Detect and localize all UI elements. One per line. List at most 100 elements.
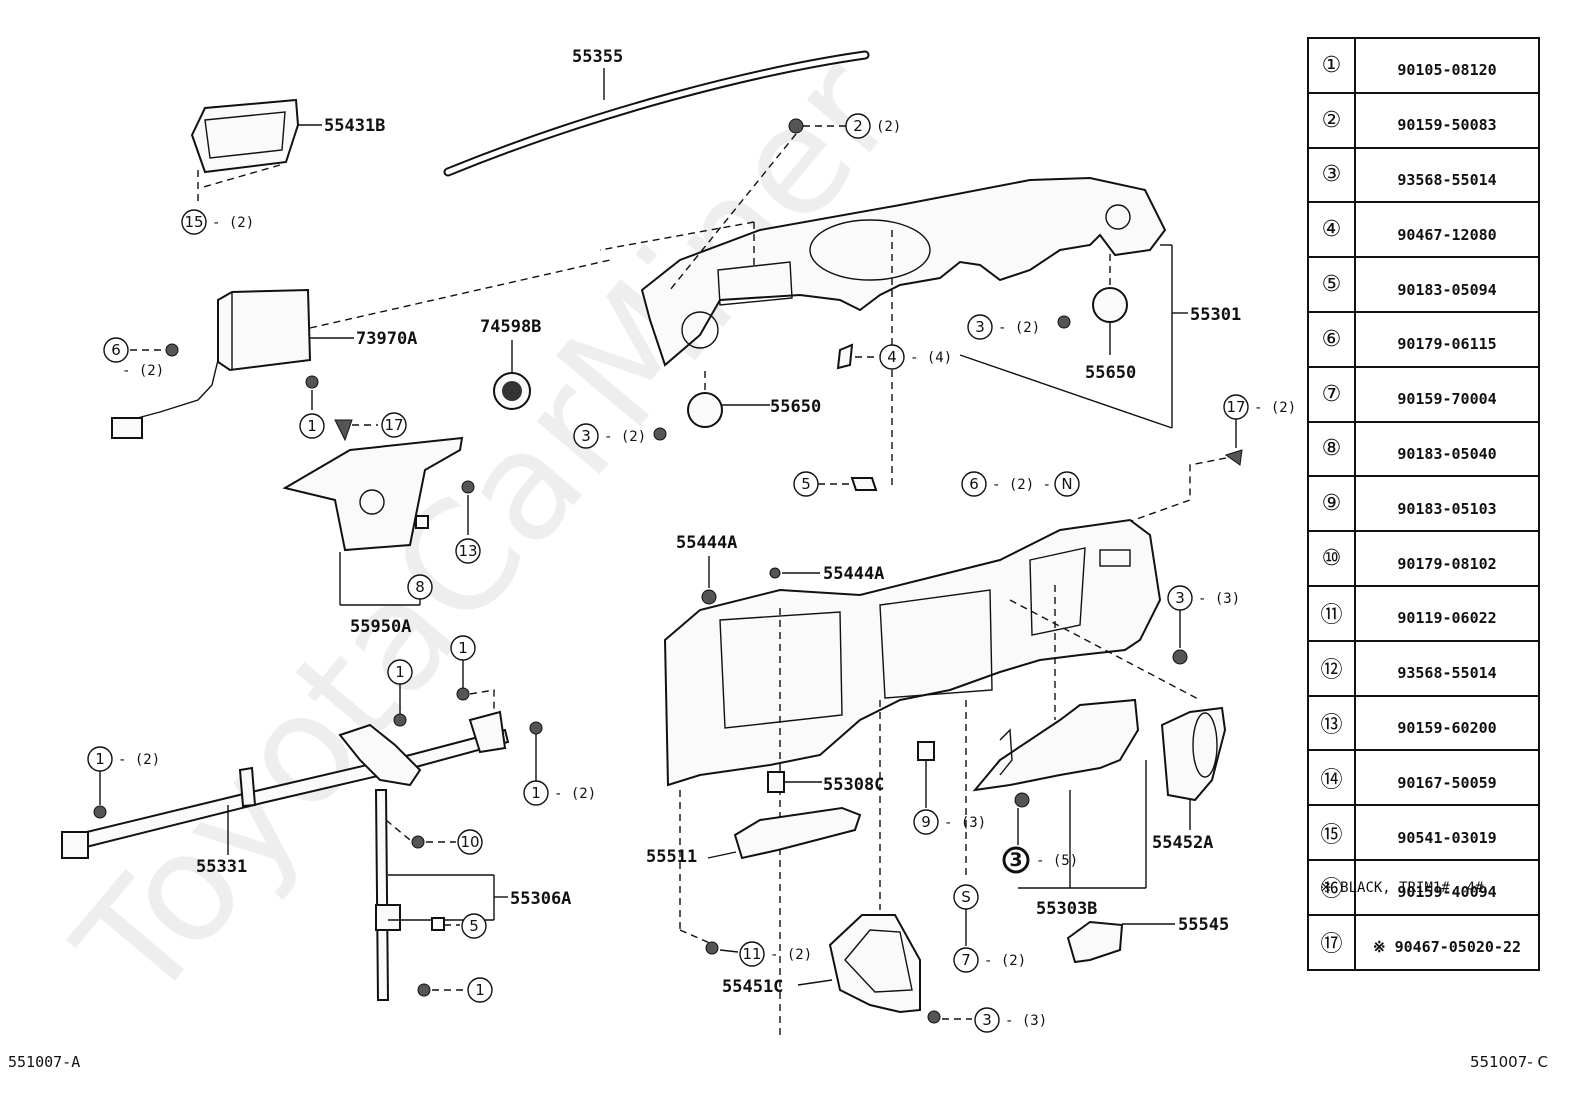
table-index: ⑨ (1307, 475, 1356, 533)
callout-3-right-num: 3 (975, 318, 985, 336)
part-55650-vent-right (1092, 250, 1128, 355)
part-55431B-pocket (190, 98, 322, 205)
callout-1-left-qty: - (2) (118, 752, 160, 768)
part-55355-molding (443, 50, 870, 177)
callout-3-right-qty: - (2) (998, 320, 1040, 336)
callout-15-num: 15 (184, 213, 203, 231)
nut-9 (917, 741, 935, 761)
callout-1-right-num: 1 (531, 784, 541, 802)
callout-10 (457, 829, 483, 855)
callout-8-num: 8 (415, 578, 425, 596)
nut-5-low (431, 917, 445, 931)
part-55331-reinforcement (60, 710, 510, 859)
bolt-3-upper-right (1172, 649, 1188, 665)
callout-7-num: 7 (961, 951, 971, 969)
callout-17-airbag (381, 412, 407, 438)
label-55355: 55355 (572, 47, 623, 67)
table-index: ② (1307, 91, 1356, 149)
label-73970A: 73970A (356, 329, 417, 349)
callout-6-left-qty: - (2) (122, 363, 164, 379)
callout-3-bottom (974, 1007, 1000, 1033)
clip-17 (334, 419, 353, 442)
callout-5-mid-num: 5 (801, 475, 811, 493)
callout-1-low-num: 1 (475, 981, 485, 999)
part-73970A-airbag (111, 259, 611, 439)
label-55650-right: 55650 (1085, 363, 1136, 383)
part-55451C-duct (797, 914, 921, 1014)
trim-note: ※ BLACK, TRIM1#, 4# (1320, 880, 1484, 896)
table-index: ⑥ (1307, 310, 1356, 368)
part-55301-instrument-panel (599, 176, 1188, 429)
callout-3-bold-qty: - (5) (1036, 853, 1078, 869)
table-part-number: 90105-08120 (1354, 37, 1540, 94)
callout-6-mid-qty: - (2) - (992, 477, 1051, 493)
part-55306A-brace (374, 789, 508, 1001)
part-55650-vent-left (687, 370, 770, 428)
table-index: ⑮ (1307, 804, 1356, 861)
table-index: ⑤ (1307, 256, 1356, 313)
label-55301: 55301 (1190, 305, 1241, 325)
clip-55308C (767, 771, 785, 793)
label-55306A: 55306A (510, 889, 571, 909)
table-index: ③ (1307, 146, 1356, 204)
label-55303B: 55303B (1036, 899, 1097, 919)
callout-15 (181, 209, 207, 235)
callout-1-a-num: 1 (395, 663, 405, 681)
callout-9 (913, 809, 939, 835)
diagram-code-left: 551007-A (8, 1053, 81, 1071)
callout-11-qty: - (2) (770, 947, 812, 963)
table-part-number: 90119-06022 (1354, 584, 1540, 642)
callout-1-left-num: 1 (95, 750, 105, 768)
label-55545: 55545 (1178, 915, 1229, 935)
callout-3-upper-right-num: 3 (1175, 589, 1185, 607)
label-55452A: 55452A (1152, 833, 1213, 853)
bolt-1-low (417, 983, 431, 997)
table-index: ⑦ (1307, 365, 1356, 423)
callout-2-top-num: 2 (853, 117, 863, 135)
bolt-11 (705, 941, 719, 955)
callout-1-b-num: 1 (458, 639, 468, 657)
callout-10-num: 10 (460, 833, 479, 851)
table-part-number: 93568-55014 (1354, 639, 1540, 697)
parts-table-row: ⑰※ 90467-05020-22 (1307, 913, 1540, 971)
table-index: ⑫ (1307, 639, 1356, 697)
callout-5-low-num: 5 (469, 917, 479, 935)
callout-3-bottom-num: 3 (982, 1011, 992, 1029)
diagram-code-right: 551007- C (1470, 1053, 1548, 1071)
bolt-1-left (93, 805, 107, 819)
bolt-1-airbag (305, 375, 319, 389)
table-index: ① (1307, 37, 1356, 94)
callout-6-mid-num: 6 (969, 475, 979, 493)
callout-4-num: 4 (887, 348, 897, 366)
bolt-10 (411, 835, 425, 849)
table-part-number: 90183-05040 (1354, 420, 1540, 478)
table-index: ⑰ (1307, 913, 1356, 971)
label-55444A-right: 55444A (823, 564, 884, 584)
callout-13 (455, 538, 481, 564)
table-part-number: 90541-03019 (1354, 804, 1540, 861)
part-55545-bracket (1066, 920, 1175, 964)
watermark: ToyotaCarMiner (44, 27, 929, 1034)
callout-3-mid (573, 423, 599, 449)
bolt-3-right (1057, 315, 1071, 329)
callout-3-bold (1002, 846, 1030, 874)
callout-6-left (103, 337, 129, 363)
label-55511: 55511 (646, 847, 697, 867)
part-55303B-lower-panel (972, 698, 1147, 889)
bolt-1-b (456, 687, 470, 701)
callout-7-qty: - (2) (984, 953, 1026, 969)
callout-9-num: 9 (921, 813, 931, 831)
table-index: ⑯ (1307, 858, 1356, 916)
callout-N-letter: N (1061, 475, 1072, 493)
callout-9-qty: - (3) (944, 815, 986, 831)
bolt-6-left (165, 343, 179, 357)
